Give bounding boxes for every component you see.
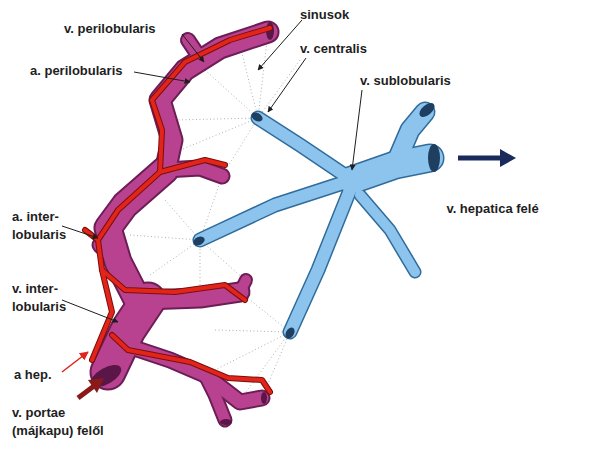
sublobular-vein <box>360 195 415 272</box>
hepatic-vein-ends <box>192 100 440 340</box>
sinusoid <box>150 240 200 275</box>
leader-line <box>352 90 362 170</box>
artery <box>160 160 225 172</box>
sinusoid <box>200 240 245 280</box>
artery-inflow-arrow <box>62 352 88 372</box>
artery <box>102 270 245 300</box>
leader-line <box>62 300 118 322</box>
sinusoid <box>175 118 258 120</box>
sinusoid <box>222 118 258 176</box>
portal-vein <box>160 32 268 172</box>
artery <box>102 270 245 300</box>
structure-label: v. inter- lobularis <box>12 280 78 316</box>
sinusoid <box>205 332 290 375</box>
artery <box>85 230 98 240</box>
vessel-opening <box>428 144 440 172</box>
structure-label: v. hepatica felé <box>445 200 540 218</box>
sinusoid <box>205 70 258 118</box>
vessel-opening <box>192 235 206 247</box>
structure-label: a. inter- lobularis <box>12 208 78 244</box>
structure-label: v. sublobularis <box>360 72 451 90</box>
central-vein <box>258 118 352 180</box>
sinusoid <box>165 200 200 240</box>
arrow-head <box>500 149 516 167</box>
sinusoid <box>240 45 258 118</box>
structure-label: sinusok <box>300 6 349 24</box>
sinusoid-lines <box>130 32 300 400</box>
central-vein <box>290 185 352 332</box>
central-vein <box>290 185 352 332</box>
vessel-opening <box>284 326 297 340</box>
portal-inflow-arrowhead <box>88 378 104 393</box>
arrow-shaft <box>458 156 502 161</box>
artery <box>112 335 270 392</box>
artery <box>85 230 98 240</box>
sinusoid <box>180 118 258 150</box>
structure-label: a hep. <box>14 366 52 384</box>
sinusoid <box>130 235 200 240</box>
portal-inflow-arrow <box>78 386 94 398</box>
artery <box>112 335 270 392</box>
vessel-opening <box>417 100 437 119</box>
leader-line <box>134 72 190 82</box>
portal-vein <box>160 32 268 172</box>
sinusoid <box>258 60 300 118</box>
outflow-arrow <box>458 149 516 167</box>
structure-label: a. perilobularis <box>30 62 122 80</box>
sinusoid <box>200 240 201 292</box>
sublobular-vein <box>395 112 425 165</box>
structure-label: v. portae (májkapu) felől <box>12 404 130 440</box>
vessel-opening <box>220 419 232 425</box>
central-vein <box>258 118 352 180</box>
portal-vein <box>240 280 246 292</box>
portal-vein <box>240 280 246 292</box>
vessel-opening <box>261 392 267 404</box>
leader-line <box>268 58 306 112</box>
leader-line <box>62 226 98 238</box>
structure-label: v. centralis <box>300 40 367 58</box>
portal-vein <box>205 375 225 420</box>
hepatic-vein-outline <box>200 112 430 332</box>
hepatic-vein-fill <box>200 112 430 332</box>
hepatic-artery <box>85 28 270 392</box>
leader-line <box>258 20 302 70</box>
sublobular-vein <box>360 195 415 272</box>
sinusoid <box>215 330 290 332</box>
structure-label: v. perilobularis <box>64 20 156 38</box>
vessel-opening <box>250 111 264 124</box>
artery <box>160 160 225 172</box>
leader-line <box>182 34 204 62</box>
